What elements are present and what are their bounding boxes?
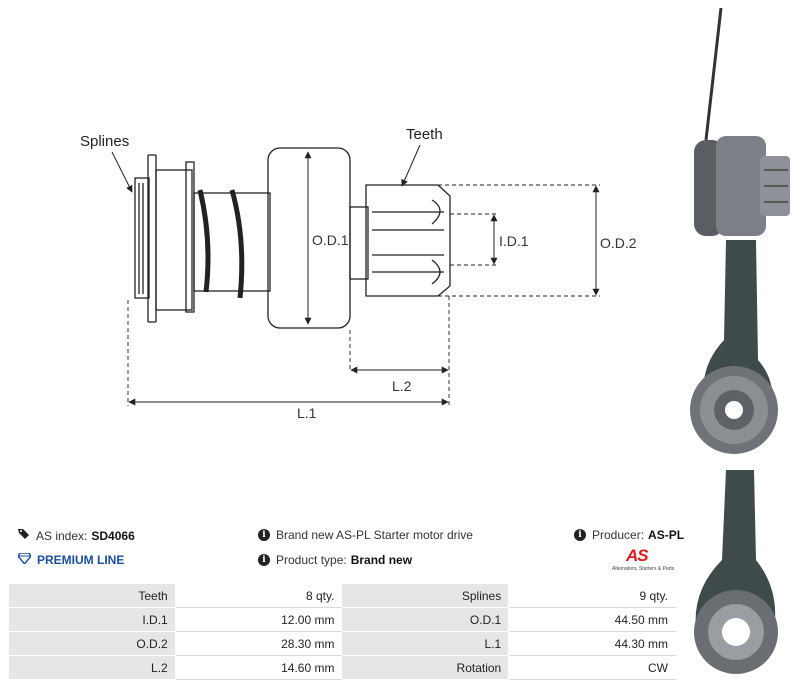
od1-label: O.D.1: [312, 232, 349, 248]
od2-label: O.D.2: [600, 235, 637, 251]
spec-value: 9 qty.: [508, 583, 676, 608]
producer-label: Producer:: [592, 528, 645, 542]
logo-mark: AS: [626, 546, 649, 565]
spec-key: Rotation: [341, 655, 510, 680]
as-pl-logo: AS Alternators, Starters & Parts: [612, 546, 678, 576]
spec-value: 12.00 mm: [174, 607, 343, 632]
spec-value: 14.60 mm: [174, 655, 343, 680]
as-index-label: AS index:: [36, 528, 88, 543]
product-type-value: Brand new: [350, 553, 413, 567]
id1-label: I.D.1: [499, 233, 529, 249]
product-photos: [690, 7, 790, 674]
spec-value: 8 qty.: [174, 583, 343, 608]
spec-key: L.1: [341, 631, 510, 656]
spec-value: 44.50 mm: [508, 607, 676, 632]
table-row: L.2 14.60 mm Rotation CW: [8, 655, 676, 680]
tag-icon: [18, 528, 30, 543]
photo-side-view: [694, 7, 790, 236]
table-row: O.D.2 28.30 mm L.1 44.30 mm: [8, 631, 676, 656]
spec-key: O.D.1: [341, 607, 510, 632]
product-type-label: Product type:: [276, 553, 347, 567]
spec-value: CW: [508, 655, 676, 680]
as-index-value: SD4066: [91, 528, 135, 543]
info-icon: i: [574, 529, 586, 541]
specs-table: Teeth 8 qty. Splines 9 qty. I.D.1 12.00 …: [8, 583, 676, 680]
product-type-row: i Product type: Brand new: [258, 553, 412, 567]
spec-key: O.D.2: [8, 631, 176, 656]
info-icon: i: [258, 554, 270, 566]
table-row: Teeth 8 qty. Splines 9 qty.: [8, 583, 676, 608]
table-row: I.D.1 12.00 mm O.D.1 44.50 mm: [8, 607, 676, 632]
producer-value: AS-PL: [648, 528, 685, 542]
teeth-leader-line: [401, 144, 421, 187]
splines-leader-line: [111, 151, 133, 193]
premium-line-label: PREMIUM LINE: [37, 553, 125, 567]
spec-key: L.2: [8, 655, 176, 680]
spec-value: 28.30 mm: [174, 631, 343, 656]
teeth-callout: Teeth: [406, 126, 443, 143]
description-text: Brand new AS-PL Starter motor drive: [276, 528, 473, 542]
spec-value: 44.30 mm: [508, 631, 676, 656]
producer-row: i Producer: AS-PL: [574, 528, 684, 542]
splines-callout: Splines: [80, 133, 129, 150]
premium-line-row: PREMIUM LINE: [17, 552, 125, 567]
clutch-housing-outline: [155, 169, 193, 311]
photo-top-view: [690, 240, 778, 454]
l1-label: L.1: [297, 405, 317, 421]
spring-coil: [197, 189, 211, 293]
spring-coil: [229, 189, 245, 299]
spec-key: I.D.1: [8, 607, 176, 632]
photo-bottom-view: [694, 470, 778, 674]
spec-key: Teeth: [8, 583, 176, 608]
technical-drawing: Splines Teeth O.D.1 I.D.1 O.D.2 L.2 L.1: [80, 126, 637, 421]
spec-key: Splines: [341, 583, 510, 608]
description-row: i Brand new AS-PL Starter motor drive: [258, 528, 473, 542]
l2-label: L.2: [392, 378, 412, 394]
info-icon: i: [258, 529, 270, 541]
splines-outline: [134, 177, 150, 299]
diamond-icon: [17, 552, 32, 567]
as-index-row: AS index: SD4066: [18, 528, 135, 543]
logo-tagline: Alternators, Starters & Parts: [612, 566, 675, 572]
